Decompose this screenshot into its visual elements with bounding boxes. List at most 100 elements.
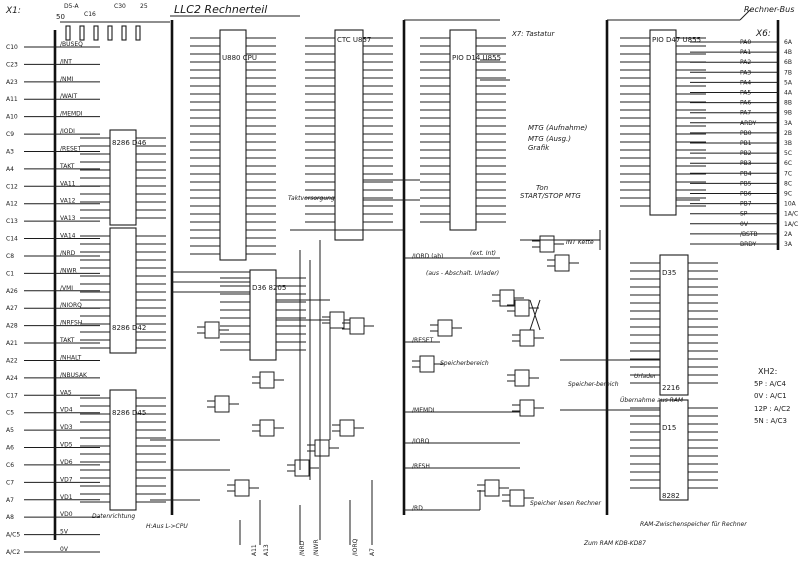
left-pin-signal: VA11 [60,180,76,187]
left-pin-signal: /NRFSH [60,320,82,327]
chip-ram-d15: D15 [659,399,689,501]
left-pin-signal: VA5 [60,389,72,396]
right-pin-number: 5A [784,79,793,86]
left-pin-number: A21 [6,340,18,347]
svg-text:XH2:: XH2: [758,367,777,376]
right-pin-number: 9C [784,191,792,198]
resistor-network [60,21,170,41]
right-pin-number: 4B [784,49,792,56]
chip-driver-d42: 8286 D42 [109,227,146,354]
chip-pio-d47: PIO D47 U855 [649,29,701,216]
signal-memdi: /MEMDI [412,407,435,414]
note-taktversorgung: Taktversorgung [288,195,335,202]
left-connector-pins: C10/BUSEQC23/INTA23/NMIA11/WAITA10/MEMDI… [6,41,100,556]
bottom-signal-label: /NWR [313,539,320,556]
left-pin-number: C9 [6,131,14,138]
left-pin-signal: VD5 [60,442,73,449]
right-pin-number: 3B [784,140,792,147]
left-pin-number: A5 [6,427,14,434]
note-h-aus: H:Aus L->CPU [146,523,188,530]
left-pin-number: A11 [6,96,18,103]
chip-driver-d45: 8286 D45 [109,389,146,511]
svg-text:0V : A/C1: 0V : A/C1 [754,392,787,400]
note-datenrichtung: Datenrichtung [92,513,135,520]
note-zum-ram: Zum RAM KDB-KD87 [583,540,646,547]
left-pin-signal: /INT [60,58,72,65]
left-pin-number: A4 [6,166,14,173]
chip-pin-stubs [80,37,718,503]
left-pin-signal: 0V [60,546,69,553]
note-abschalt-urlader: (aus - Abschalt. Urlader) [426,270,499,277]
chip-ctc: CTC U857 [334,29,371,241]
connector-x1-label: X1: [5,6,21,16]
note-ton: Ton [536,184,548,192]
left-pin-signal: /NRD [60,250,76,257]
svg-text:8286 D42: 8286 D42 [112,324,146,332]
left-pin-number: A/C2 [6,549,20,556]
note-ext-int: (ext. Int) [470,250,496,257]
bottom-signal-label: A7 [369,548,376,556]
bottom-signal-label: /NRD [299,540,306,556]
svg-text:8282: 8282 [662,492,680,500]
left-pin-number: A26 [6,288,18,295]
left-pin-signal: /VMI [60,285,73,292]
right-pin-number: 5C [784,150,792,157]
left-pin-signal: VA12 [60,198,76,205]
left-pin-signal: VD4 [60,407,73,414]
connector-x6-label: X6: [755,29,771,39]
left-pin-signal: VD1 [60,494,73,501]
right-pin-number: 4A [784,90,793,97]
cap-label-1: C16 [84,11,96,18]
left-pin-signal: 5V [60,529,69,536]
svg-text:PIO D14 U855: PIO D14 U855 [452,54,501,62]
svg-text:CTC U857: CTC U857 [337,36,371,44]
chip-driver-d46: 8286 D46 [109,129,147,226]
sheet-title: LLC2 Rechnerteil [174,3,267,16]
svg-text:D15: D15 [662,424,676,432]
chip-8282: 8282 [662,492,680,500]
signal-iord: /IORD (ab) [412,253,443,260]
right-pin-number: 10A [784,201,797,208]
right-pin-number: 6C [784,160,792,167]
left-pin-signal: TAKT [59,337,75,344]
right-pin-number: 2B [784,130,792,137]
note-uebernahme: Übernahme aus RAM [620,397,684,404]
left-pin-number: C13 [6,218,18,225]
logic-gates [197,235,579,507]
note-mtg-ausg: MTG (Ausg.) [528,135,571,143]
note-speicherbereich-2: Speicher-bereich [568,381,619,388]
left-pin-number: C12 [6,183,18,190]
right-pin-number: 1A/C [784,221,798,228]
left-pin-signal: /NMI [60,76,74,83]
left-pin-number: C1 [6,270,14,277]
svg-text:12P : A/C2: 12P : A/C2 [754,405,790,413]
right-pin-number: 3A [784,241,793,248]
svg-text:D35: D35 [662,269,676,277]
left-pin-number: C5 [6,410,14,417]
left-pin-number: A22 [6,357,18,364]
left-pin-number: A10 [6,114,18,121]
xh2-connector: XH2: 5P : A/C4 0V : A/C1 12P : A/C2 5N :… [754,367,790,425]
svg-text:U880 CPU: U880 CPU [222,54,257,62]
chip-latch-d35: D35 [659,254,689,396]
note-ram-zwischenspeicher: RAM-Zwischenspeicher für Rechner [640,521,747,528]
left-pin-number: A27 [6,305,18,312]
interconnect-wires [150,59,700,545]
note-speicherbereich-1: Speicherbereich [440,360,489,367]
left-pin-signal: /NBUSAK [60,372,88,379]
left-pin-signal: VD3 [60,424,73,431]
left-pin-signal: /NWR [60,267,77,274]
left-pin-signal: /NIORQ [60,302,82,309]
bottom-signal-label: A11 [251,544,258,556]
left-pin-number: C7 [6,479,14,486]
svg-text:5P : A/C4: 5P : A/C4 [754,380,787,388]
left-pin-number: A3 [6,148,14,155]
left-pin-number: A24 [6,375,18,382]
note-int-kette: INT Kette [566,239,594,246]
chip-pio-d14: PIO D14 U855 [449,29,501,231]
right-pin-number: 3A [784,120,793,127]
signal-reset: /RESET [412,337,434,344]
left-pin-number: C10 [6,44,18,51]
right-pin-number: 1A/C [784,211,798,218]
